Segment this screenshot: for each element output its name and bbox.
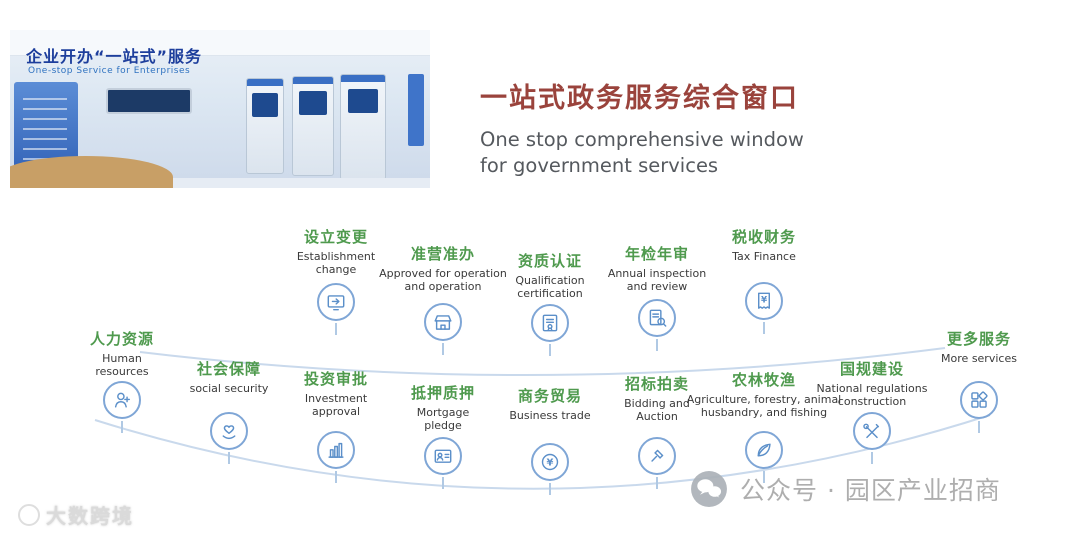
service-item-more-services: 更多服务 More services	[939, 328, 1019, 365]
connector-stem	[228, 452, 230, 464]
connector-stem	[549, 483, 551, 495]
connector-stem	[763, 322, 765, 334]
header: 一站式政务服务综合窗口 One stop comprehensive windo…	[480, 76, 830, 178]
service-label-en: Tax Finance	[732, 250, 796, 263]
service-item-human-resources: 人力资源 Human resources	[82, 328, 162, 378]
photo-ceiling	[10, 30, 430, 56]
service-label-zh: 社会保障	[196, 360, 261, 378]
wechat-watermark-text: 公众号 · 园区产业招商	[740, 476, 1001, 505]
establishment-change-icon	[317, 283, 355, 335]
service-label-zh: 国规建设	[839, 360, 904, 378]
page-title: 一站式政务服务综合窗口	[480, 83, 799, 114]
service-label-en: National regulations construction	[816, 382, 928, 409]
connector-stem	[656, 477, 658, 489]
photo-sign	[408, 74, 424, 146]
service-label-en: Investment approval	[304, 392, 368, 419]
photo-floor	[10, 178, 430, 188]
logo-badge-icon	[18, 503, 40, 526]
service-label-zh: 投资审批	[303, 370, 368, 388]
service-item-social-security: 社会保障 social security	[189, 358, 269, 395]
photo-desk	[10, 156, 173, 188]
service-label-en: Establishment change	[296, 250, 376, 277]
photo-kiosk	[340, 74, 386, 180]
service-label-en: Annual inspection and review	[607, 267, 707, 294]
photo-service-hall: 企业开办“一站式”服务 One-stop Service for Enterpr…	[10, 30, 430, 188]
connector-stem	[763, 471, 765, 483]
service-label-en: Approved for operation and operation	[379, 267, 507, 294]
service-label-zh: 商务贸易	[517, 387, 582, 405]
service-label-zh: 准营准办	[410, 245, 475, 263]
photo-kiosk	[246, 78, 284, 174]
service-item-investment-approval: 投资审批 Investment approval	[286, 368, 386, 418]
grid-icon	[960, 381, 998, 433]
service-label-zh: 农林牧渔	[731, 371, 796, 389]
service-label-en: Agriculture, forestry, animal husbandry,…	[686, 393, 842, 420]
id-card-icon	[424, 437, 462, 489]
service-item-business-trade: 商务贸易 Business trade	[505, 385, 595, 422]
service-item-approval-operation: 准营准办 Approved for operation and operatio…	[373, 243, 513, 293]
page-subtitle: One stop comprehensive window for govern…	[480, 128, 804, 177]
connector-stem	[978, 421, 980, 433]
photo-kiosk	[292, 76, 334, 176]
service-label-zh: 人力资源	[89, 330, 154, 348]
service-item-agriculture: 农林牧渔 Agriculture, forestry, animal husba…	[684, 369, 844, 419]
photo-wall-screen	[106, 88, 192, 114]
connector-stem	[871, 452, 873, 464]
service-label-en: Human resources	[95, 352, 149, 379]
tools-icon	[853, 412, 891, 464]
bar-chart-icon	[317, 431, 355, 483]
svg-text:¥: ¥	[547, 457, 554, 468]
service-label-en: Bidding and Auction	[624, 397, 690, 424]
service-label-en: social security	[189, 382, 269, 395]
service-item-national-construction: 国规建设 National regulations construction	[812, 358, 932, 408]
connector-stem	[335, 323, 337, 335]
service-label-en: Business trade	[509, 409, 591, 422]
connector-stem	[335, 471, 337, 483]
service-label-en: More services	[941, 352, 1017, 365]
connector-stem	[442, 477, 444, 489]
service-item-bidding-auction: 招标拍卖 Bidding and Auction	[607, 373, 707, 423]
service-item-mortgage-pledge: 抵押质押 Mortgage pledge	[398, 382, 488, 432]
heart-hand-icon	[210, 412, 248, 464]
service-item-annual-inspection: 年检年审 Annual inspection and review	[597, 243, 717, 293]
wechat-icon	[691, 471, 727, 507]
inspection-icon	[638, 299, 676, 351]
photo-banner-zh: 企业开办“一站式”服务	[26, 47, 203, 66]
service-label-zh: 税收财务	[731, 228, 796, 246]
svg-text:¥: ¥	[761, 296, 768, 306]
logo-watermark: 大数跨境	[18, 500, 134, 529]
service-item-establishment-change: 设立变更 Establishment change	[281, 226, 391, 276]
service-label-zh: 抵押质押	[410, 384, 475, 402]
person-icon	[103, 381, 141, 433]
service-item-qualification: 资质认证 Qualification certification	[500, 250, 600, 300]
certificate-icon	[531, 304, 569, 356]
connector-stem	[442, 343, 444, 355]
leaf-icon	[745, 431, 783, 483]
service-label-zh: 资质认证	[517, 252, 582, 270]
connector-stem	[656, 339, 658, 351]
coin-icon: ¥	[531, 443, 569, 495]
photo-banner-en: One-stop Service for Enterprises	[28, 66, 191, 76]
gavel-icon	[638, 437, 676, 489]
service-label-zh: 更多服务	[946, 330, 1011, 348]
service-label-zh: 设立变更	[303, 228, 368, 246]
service-label-zh: 招标拍卖	[624, 375, 689, 393]
connector-stem	[549, 344, 551, 356]
service-label-en: Qualification certification	[515, 274, 585, 301]
service-label-zh: 年检年审	[624, 245, 689, 263]
wechat-watermark: 公众号 · 园区产业招商	[690, 470, 1001, 508]
tax-receipt-icon: ¥	[745, 282, 783, 334]
service-label-en: Mortgage pledge	[416, 406, 470, 433]
connector-stem	[121, 421, 123, 433]
service-item-tax-finance: 税收财务 Tax Finance	[729, 226, 799, 263]
logo-watermark-text: 大数跨境	[46, 504, 134, 528]
shop-icon	[424, 303, 462, 355]
